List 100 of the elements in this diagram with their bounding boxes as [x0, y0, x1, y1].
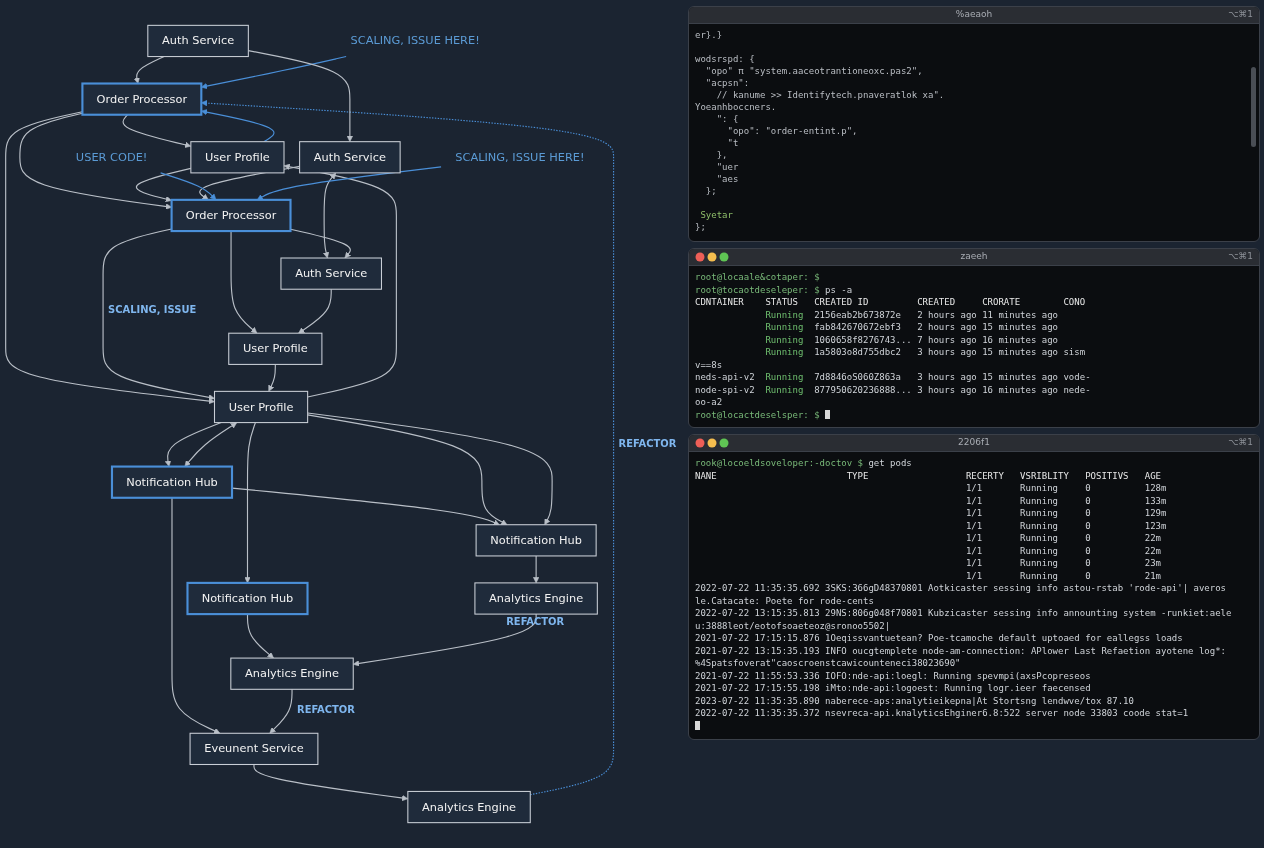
code-line: wodsrspd: { — [695, 53, 755, 65]
code-line: }; — [695, 221, 706, 233]
table-value: 1/1 — [965, 557, 983, 570]
column-header: STATUS — [765, 296, 798, 309]
arrow — [298, 288, 332, 334]
log-line: 2021-07-22 13:15:35.193 INFO oucgtemplete node-am-connection: APlower Last Refaetion ayotene log*: — [695, 644, 1226, 657]
service-box: Auth Service — [299, 141, 401, 174]
table-value: Running — [1020, 519, 1059, 532]
log-line: 2021-07-22 17:15:55.198 iMto:nde-api:logoest: Running logr.ieer faecensed — [695, 682, 1091, 695]
table-value: fab842670672ebf3 — [814, 321, 901, 334]
arrow — [201, 109, 275, 143]
log-line: %4Spatsfoverat"caoscroenstcawicounteneci38023690" — [695, 657, 961, 670]
status-text: Running — [765, 333, 804, 346]
code-line: }, — [716, 149, 728, 161]
arrow — [307, 412, 553, 525]
service-box: Notification Hub — [475, 524, 597, 557]
table-value: 7d8846oS060Z863a — [814, 371, 901, 384]
table-value: 0 — [1085, 557, 1091, 570]
table-value: 15 minutes ago — [982, 371, 1059, 384]
code-line: "acpsn": — [705, 77, 750, 89]
column-header: RECERTY — [965, 469, 1004, 482]
log-line: 2022-07-22 13:15:35.813 29NS:806g048f70801 Kubzicaster sessing info announting system -runkiet:aele — [695, 607, 1232, 620]
column-header: AGE — [1144, 469, 1161, 482]
service-box: Order Processor — [81, 82, 203, 116]
column-header: TYPE — [846, 469, 869, 482]
window-title: %aeaoh — [955, 9, 993, 19]
status-text: Running — [765, 371, 804, 384]
table-value: nede- — [1063, 383, 1091, 396]
arrow — [19, 112, 172, 210]
service-box: User Profile — [228, 332, 323, 365]
code-line: "opo" π "system.aaceotrantioneoxc.pas2", — [705, 65, 923, 77]
code-line: Syetar — [700, 209, 733, 221]
edge-label: REFACTOR — [296, 704, 355, 716]
code-line: er}.} — [695, 29, 723, 41]
log-line: u:3888leot/eotofsoaeteoz@sronoo5502| — [695, 619, 891, 632]
table-value: Running — [1020, 532, 1059, 545]
status-text: Running — [765, 308, 804, 321]
table-value: 0 — [1085, 532, 1091, 545]
command-text: get pods — [868, 457, 912, 470]
table-value: neds-api-v2 — [695, 371, 755, 384]
service-box: Eveunent Service — [189, 732, 319, 765]
service-box: Notification Hub — [186, 581, 309, 616]
log-line: 2022-07-22 11:35:35.372 nsevreca-api.knalyticsEhginer6.8:522 server node 33803 coode stat=1 — [695, 707, 1189, 720]
code-line: }; — [705, 185, 717, 197]
log-line: 2022-07-22 11:35:35.692 3SKS:366gD48370801 Aotkicaster sessing info astou-rstab 'rode-api'| averos — [695, 582, 1226, 595]
column-header: NANE — [695, 469, 717, 482]
table-value: 1/1 — [965, 482, 983, 495]
table-value: sism — [1063, 346, 1086, 359]
command-prompt: rook@locoeldsoveloper:-doctov $ — [695, 457, 863, 470]
table-value: Running — [1020, 494, 1059, 507]
table-value: 1060658f8276743... — [814, 333, 912, 346]
arrow — [289, 228, 352, 259]
table-value: Running — [1020, 544, 1059, 557]
table-value: 3 hours ago — [917, 371, 977, 384]
table-value: 2156eab2b673872e — [814, 308, 901, 321]
column-header: CDNTAINER — [695, 296, 744, 309]
command-text: ps -a — [825, 283, 853, 296]
arrow — [323, 172, 337, 259]
table-value: 1/1 — [965, 507, 983, 520]
table-value: 133m — [1144, 494, 1167, 507]
arrow — [184, 422, 237, 467]
arrow — [133, 56, 165, 84]
arrow — [102, 228, 215, 401]
table-value: 22m — [1144, 544, 1161, 557]
status-text: Running — [765, 383, 804, 396]
table-value: Running — [1020, 482, 1059, 495]
table-value: Running — [1020, 557, 1059, 570]
table-value: 0 — [1085, 494, 1091, 507]
shortcut-text: ⌥⌘1 — [1227, 251, 1253, 261]
arrow — [164, 422, 222, 467]
service-box: Notification Hub — [110, 465, 234, 499]
table-value: 0 — [1085, 507, 1091, 520]
arrow — [5, 111, 215, 405]
service-box: Order Processor — [170, 198, 292, 233]
table-value: 16 minutes ago — [982, 383, 1059, 396]
edge-label: SCALING, ISSUE — [108, 304, 197, 316]
annotation-text: USER CODE! — [75, 150, 148, 164]
column-header: CRORATE — [982, 296, 1021, 309]
table-value: 1/1 — [965, 544, 983, 557]
column-header: VSRIBLITY — [1020, 469, 1069, 482]
arrow — [268, 363, 276, 392]
table-value: 129m — [1144, 507, 1167, 520]
table-value: 1a5803o8d755dbc2 — [814, 346, 901, 359]
table-value: 0 — [1085, 569, 1091, 582]
service-box: User Profile — [190, 141, 285, 174]
table-value: 1/1 — [965, 532, 983, 545]
table-value: 2 hours ago — [917, 321, 977, 334]
arrow — [171, 497, 221, 734]
service-box: Analytics Engine — [230, 657, 354, 690]
column-header: CONO — [1063, 296, 1086, 309]
arrow — [201, 56, 347, 90]
arrow — [533, 555, 540, 584]
arrow — [269, 688, 293, 734]
log-line: 2021-07-22 11:55:53.336 IOFO:nde-api:loegl: Running spevmpi(axsPcopreseos — [695, 669, 1091, 682]
arrow — [307, 414, 508, 525]
table-value: Running — [1020, 507, 1059, 520]
code-line: "aes — [716, 173, 739, 185]
table-value: 21m — [1144, 569, 1161, 582]
table-value: 1/1 — [965, 519, 983, 532]
code-line: ": { — [716, 113, 739, 125]
